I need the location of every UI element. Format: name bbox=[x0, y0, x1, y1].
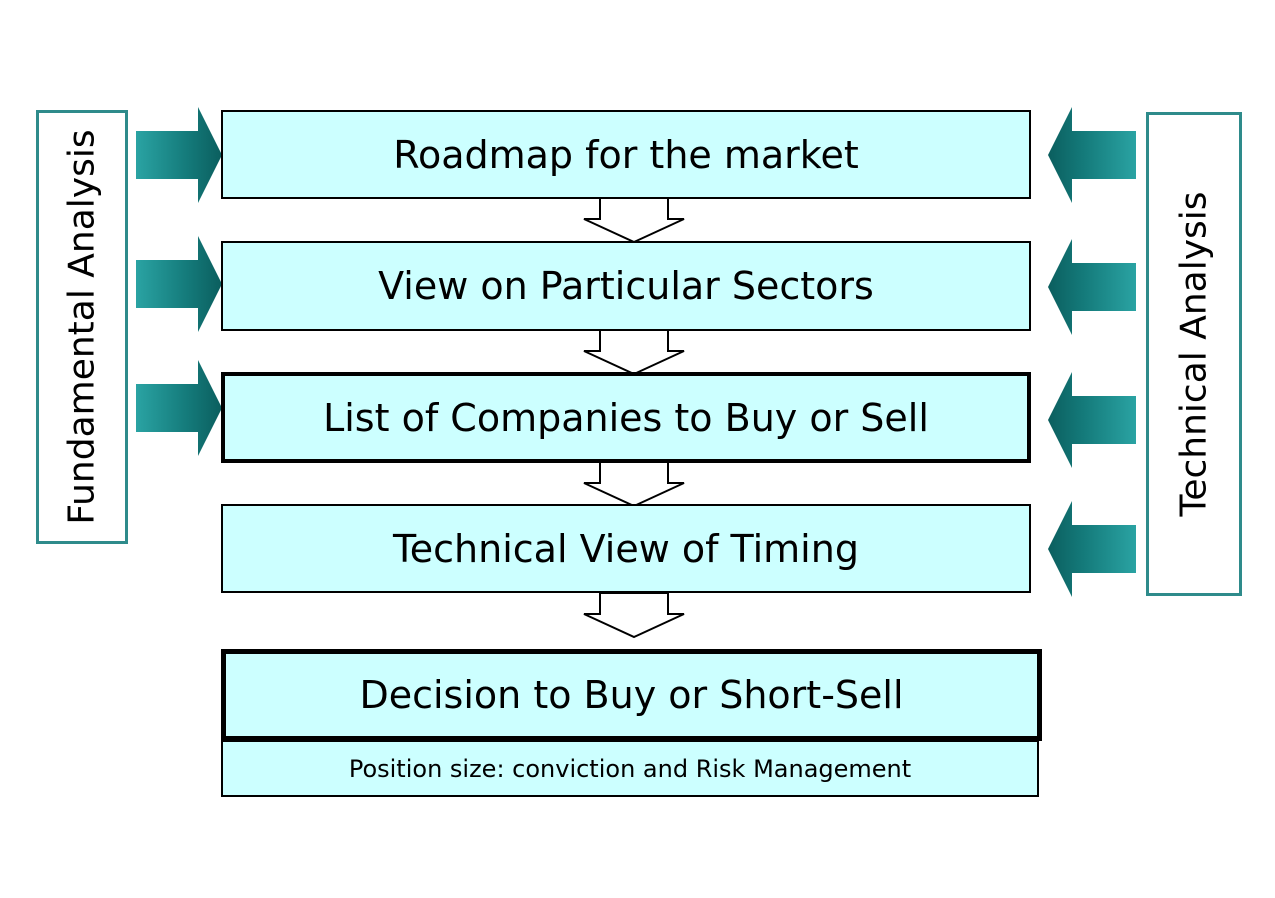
fundamental-analysis-label: Fundamental Analysis bbox=[61, 129, 103, 525]
flow-arrow-4-icon bbox=[583, 592, 685, 639]
technical-analysis-label: Technical Analysis bbox=[1173, 191, 1215, 517]
technical-arrow-4-icon bbox=[1048, 501, 1136, 597]
technical-arrow-3-icon bbox=[1048, 372, 1136, 468]
technical-arrow-2-icon bbox=[1048, 239, 1136, 335]
fundamental-arrow-2-icon bbox=[136, 236, 222, 332]
step-decision-box: Decision to Buy or Short-Sell bbox=[221, 649, 1042, 741]
step-companies-box: List of Companies to Buy or Sell bbox=[221, 372, 1031, 463]
flow-arrow-2-icon bbox=[583, 329, 685, 376]
flow-arrow-1-icon bbox=[583, 197, 685, 244]
position-size-note-label: Position size: conviction and Risk Manag… bbox=[348, 754, 912, 783]
step-roadmap-box: Roadmap for the market bbox=[221, 110, 1031, 199]
step-decision-label: Decision to Buy or Short-Sell bbox=[359, 673, 904, 717]
step-timing-box: Technical View of Timing bbox=[221, 504, 1031, 593]
fundamental-arrow-3-icon bbox=[136, 360, 222, 456]
fundamental-arrow-1-icon bbox=[136, 107, 222, 203]
position-size-note-box: Position size: conviction and Risk Manag… bbox=[221, 740, 1039, 797]
technical-analysis-panel: Technical Analysis bbox=[1146, 112, 1242, 596]
technical-arrow-1-icon bbox=[1048, 107, 1136, 203]
fundamental-analysis-panel: Fundamental Analysis bbox=[36, 110, 128, 544]
flow-arrow-3-icon bbox=[583, 461, 685, 508]
step-sectors-label: View on Particular Sectors bbox=[378, 264, 874, 308]
step-roadmap-label: Roadmap for the market bbox=[393, 132, 859, 177]
step-companies-label: List of Companies to Buy or Sell bbox=[323, 395, 929, 440]
step-timing-label: Technical View of Timing bbox=[393, 526, 859, 571]
step-sectors-box: View on Particular Sectors bbox=[221, 241, 1031, 331]
